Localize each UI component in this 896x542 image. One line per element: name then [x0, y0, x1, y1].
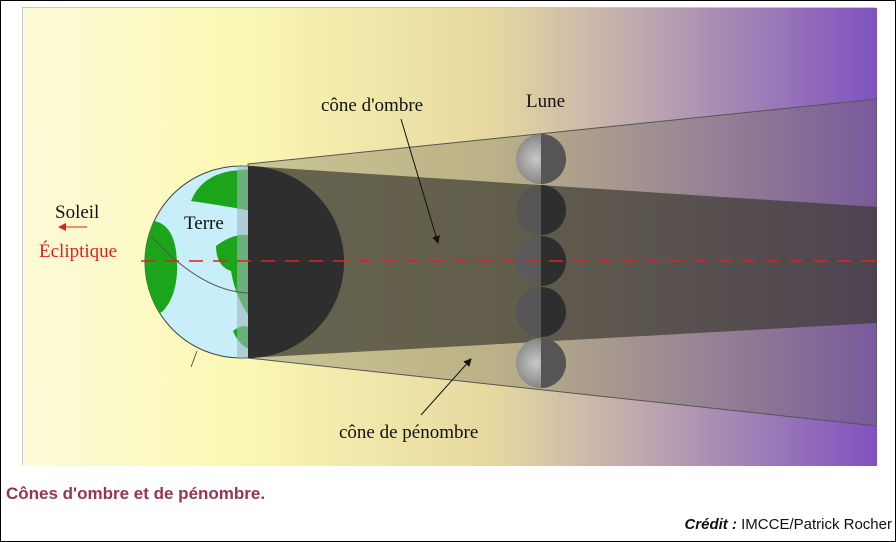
earth	[144, 165, 344, 368]
ecliptic-label: Écliptique	[39, 240, 117, 262]
credit-value: IMCCE/Patrick Rocher	[741, 516, 892, 533]
moon-5	[516, 338, 566, 388]
umbra-arrow	[400, 118, 440, 244]
umbra-label: cône d'ombre	[321, 95, 423, 116]
moon-label: Lune	[526, 91, 565, 112]
penumbra-label: cône de pénombre	[339, 422, 478, 443]
penumbra-arrow	[420, 358, 472, 416]
moon-4	[516, 287, 566, 337]
earth-label: Terre	[184, 213, 224, 234]
figure-caption: Cônes d'ombre et de pénombre.	[6, 484, 266, 503]
credit-line: Crédit : IMCCE/Patrick Rocher	[684, 516, 892, 533]
credit-label: Crédit :	[684, 516, 737, 533]
moon-positions	[516, 134, 566, 388]
sun-label: Soleil	[55, 202, 99, 223]
moon-1	[516, 134, 566, 184]
moon-2	[516, 185, 566, 235]
eclipse-diagram: cône d'ombre Lune Soleil Terre Écliptiqu…	[22, 7, 877, 466]
